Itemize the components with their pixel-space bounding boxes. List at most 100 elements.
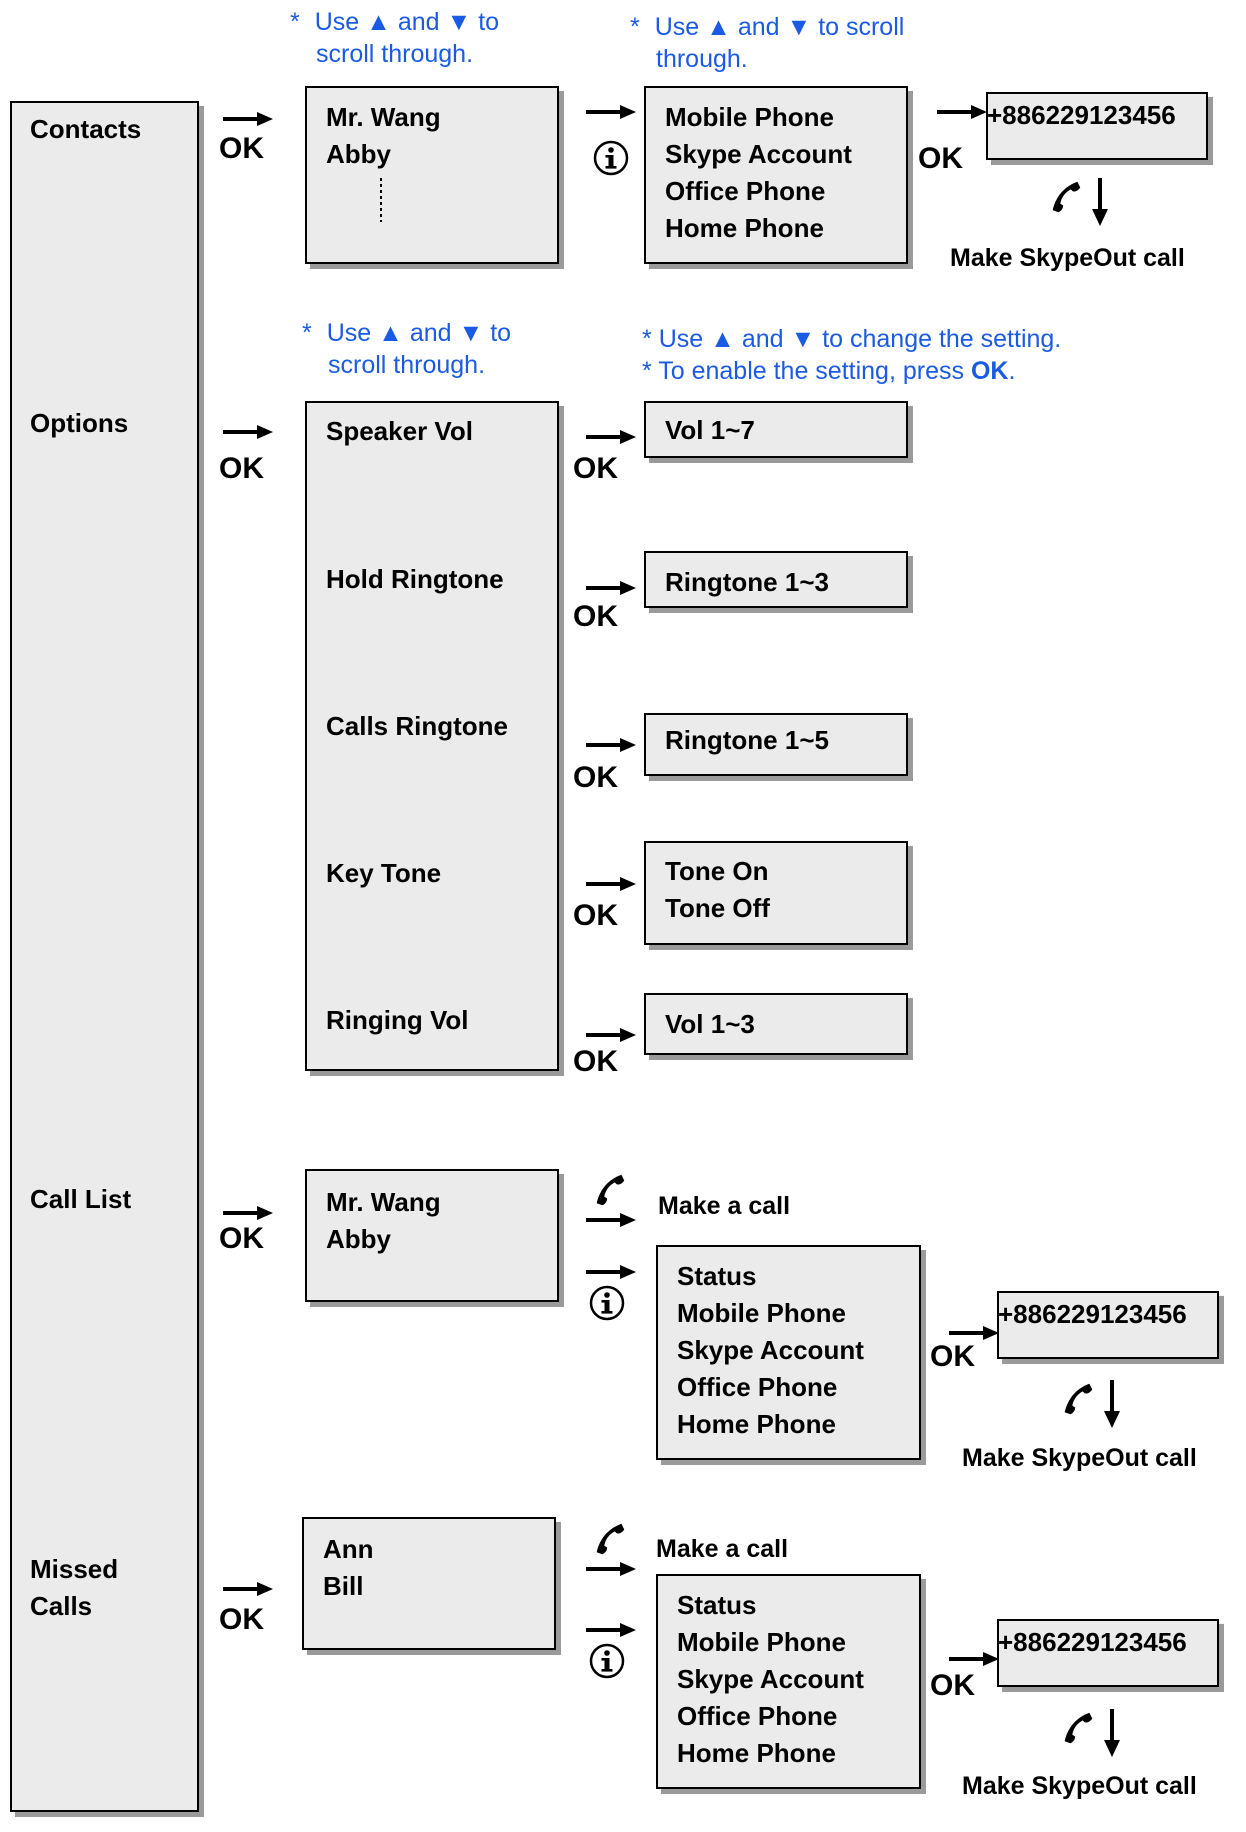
- call-list-detail[interactable]: Mobile Phone: [677, 1298, 846, 1328]
- scroll-note-options: * Use ▲ and ▼ to scroll through.: [302, 319, 512, 379]
- right-arrow-icon: [949, 1652, 999, 1666]
- ok-label: OK: [930, 1669, 975, 1702]
- missed-call-name[interactable]: Bill: [323, 1571, 364, 1601]
- contact-detail[interactable]: Skype Account: [665, 139, 852, 169]
- setting-note: * Use ▲ and ▼ to change the setting. * T…: [642, 325, 1062, 385]
- down-arrow-icon: [1103, 1709, 1121, 1757]
- missed-calls-details-box[interactable]: [656, 1574, 921, 1789]
- setting-value[interactable]: Ringtone 1~5: [665, 725, 829, 755]
- call-list-detail[interactable]: Skype Account: [677, 1335, 864, 1365]
- setting-box[interactable]: [644, 551, 908, 608]
- menu-missed-calls[interactable]: Missed Calls: [30, 1551, 118, 1625]
- call-list-detail[interactable]: Office Phone: [677, 1372, 838, 1402]
- skypeout-call-caption: Make SkypeOut call: [962, 1772, 1197, 1800]
- right-arrow-icon: [586, 105, 636, 119]
- menu-call-list[interactable]: Call List: [30, 1184, 132, 1214]
- right-arrow-icon: [223, 112, 273, 126]
- phone-number: +886229123456: [998, 1299, 1187, 1329]
- options-list-box: [305, 401, 559, 1071]
- right-arrow-icon: [937, 105, 987, 119]
- right-arrow-icon: [223, 1206, 273, 1220]
- phone-handset-icon: [1064, 1712, 1093, 1744]
- ok-label: OK: [573, 600, 618, 633]
- option-item[interactable]: Key Tone: [326, 858, 442, 888]
- menu-contacts[interactable]: Contacts: [30, 114, 142, 144]
- phone-number-box: [997, 1619, 1219, 1687]
- setting-box[interactable]: [644, 993, 908, 1055]
- right-arrow-icon: [586, 1623, 636, 1637]
- right-arrow-icon: [223, 425, 273, 439]
- call-list-box[interactable]: [305, 1169, 559, 1302]
- option-item[interactable]: Speaker Vol: [326, 416, 473, 446]
- setting-box[interactable]: [644, 841, 908, 945]
- ok-label: OK: [573, 452, 618, 485]
- phone-handset-icon: [596, 1523, 625, 1555]
- missed-call-detail[interactable]: Status: [677, 1590, 757, 1620]
- right-arrow-icon: [586, 581, 636, 595]
- call-list-name[interactable]: Abby: [326, 1224, 391, 1254]
- ok-label: OK: [219, 452, 264, 485]
- call-list-details-box[interactable]: [656, 1245, 921, 1460]
- up-triangle-icon: ▲: [378, 319, 403, 347]
- phone-handset-icon: [596, 1174, 625, 1206]
- down-triangle-icon: ▼: [458, 319, 484, 347]
- ok-label: OK: [219, 1222, 264, 1255]
- ok-label: OK: [573, 761, 618, 794]
- call-list-detail[interactable]: Status: [677, 1261, 757, 1291]
- up-triangle-icon: ▲: [366, 8, 391, 36]
- setting-box[interactable]: [644, 401, 908, 458]
- info-icon: [593, 140, 629, 176]
- skypeout-call-caption: Make SkypeOut call: [950, 244, 1185, 272]
- setting-box[interactable]: [644, 713, 908, 776]
- contact-details-box[interactable]: [644, 86, 908, 264]
- setting-value[interactable]: Tone On: [665, 856, 769, 886]
- setting-value[interactable]: Tone Off: [665, 893, 770, 923]
- right-arrow-icon: [586, 1265, 636, 1279]
- missed-call-detail[interactable]: Mobile Phone: [677, 1627, 846, 1657]
- setting-value[interactable]: Vol 1~7: [665, 415, 755, 445]
- option-item[interactable]: Calls Ringtone: [326, 711, 509, 741]
- info-icon: [589, 1643, 625, 1679]
- right-arrow-icon: [586, 1028, 636, 1042]
- right-arrow-icon: [586, 877, 636, 891]
- scroll-note-contacts: * Use ▲ and ▼ to scroll through.: [290, 8, 500, 68]
- make-call-caption: Make a call: [658, 1192, 791, 1220]
- call-list-detail[interactable]: Home Phone: [677, 1409, 836, 1439]
- contact-name[interactable]: Abby: [326, 139, 391, 169]
- menu-options[interactable]: Options: [30, 408, 129, 438]
- setting-value[interactable]: Vol 1~3: [665, 1009, 755, 1039]
- contact-name[interactable]: Mr. Wang: [326, 102, 441, 132]
- phone-number: +886229123456: [998, 1627, 1187, 1657]
- phone-handset-icon: [1064, 1383, 1093, 1415]
- down-arrow-icon: [1103, 1380, 1121, 1428]
- skypeout-call-caption: Make SkypeOut call: [962, 1444, 1197, 1472]
- ok-label: OK: [219, 1603, 264, 1636]
- menu-missed-calls-line2: Calls: [30, 1591, 93, 1621]
- phone-number: +886229123456: [987, 100, 1176, 130]
- setting-value[interactable]: Ringtone 1~3: [665, 567, 829, 597]
- phone-handset-icon: [1052, 181, 1081, 213]
- missed-call-name[interactable]: Ann: [323, 1534, 374, 1564]
- option-item[interactable]: Ringing Vol: [326, 1005, 469, 1035]
- missed-calls-box[interactable]: [302, 1517, 556, 1650]
- option-item[interactable]: Hold Ringtone: [326, 564, 504, 594]
- right-arrow-icon: [223, 1582, 273, 1596]
- down-triangle-icon: ▼: [786, 13, 812, 41]
- contact-detail[interactable]: Mobile Phone: [665, 102, 834, 132]
- right-arrow-icon: [586, 1562, 636, 1576]
- make-call-caption: Make a call: [656, 1535, 789, 1563]
- contact-detail[interactable]: Home Phone: [665, 213, 824, 243]
- phone-number-box: [997, 1291, 1219, 1359]
- missed-call-detail[interactable]: Home Phone: [677, 1738, 836, 1768]
- ok-label: OK: [573, 899, 618, 932]
- ok-label: OK: [573, 1045, 618, 1078]
- right-arrow-icon: [949, 1326, 999, 1340]
- missed-call-detail[interactable]: Office Phone: [677, 1701, 838, 1731]
- call-list-name[interactable]: Mr. Wang: [326, 1187, 441, 1217]
- info-icon: [589, 1285, 625, 1321]
- missed-call-detail[interactable]: Skype Account: [677, 1664, 864, 1694]
- contact-detail[interactable]: Office Phone: [665, 176, 826, 206]
- ok-label: OK: [219, 132, 264, 165]
- contacts-list-box[interactable]: [305, 86, 559, 264]
